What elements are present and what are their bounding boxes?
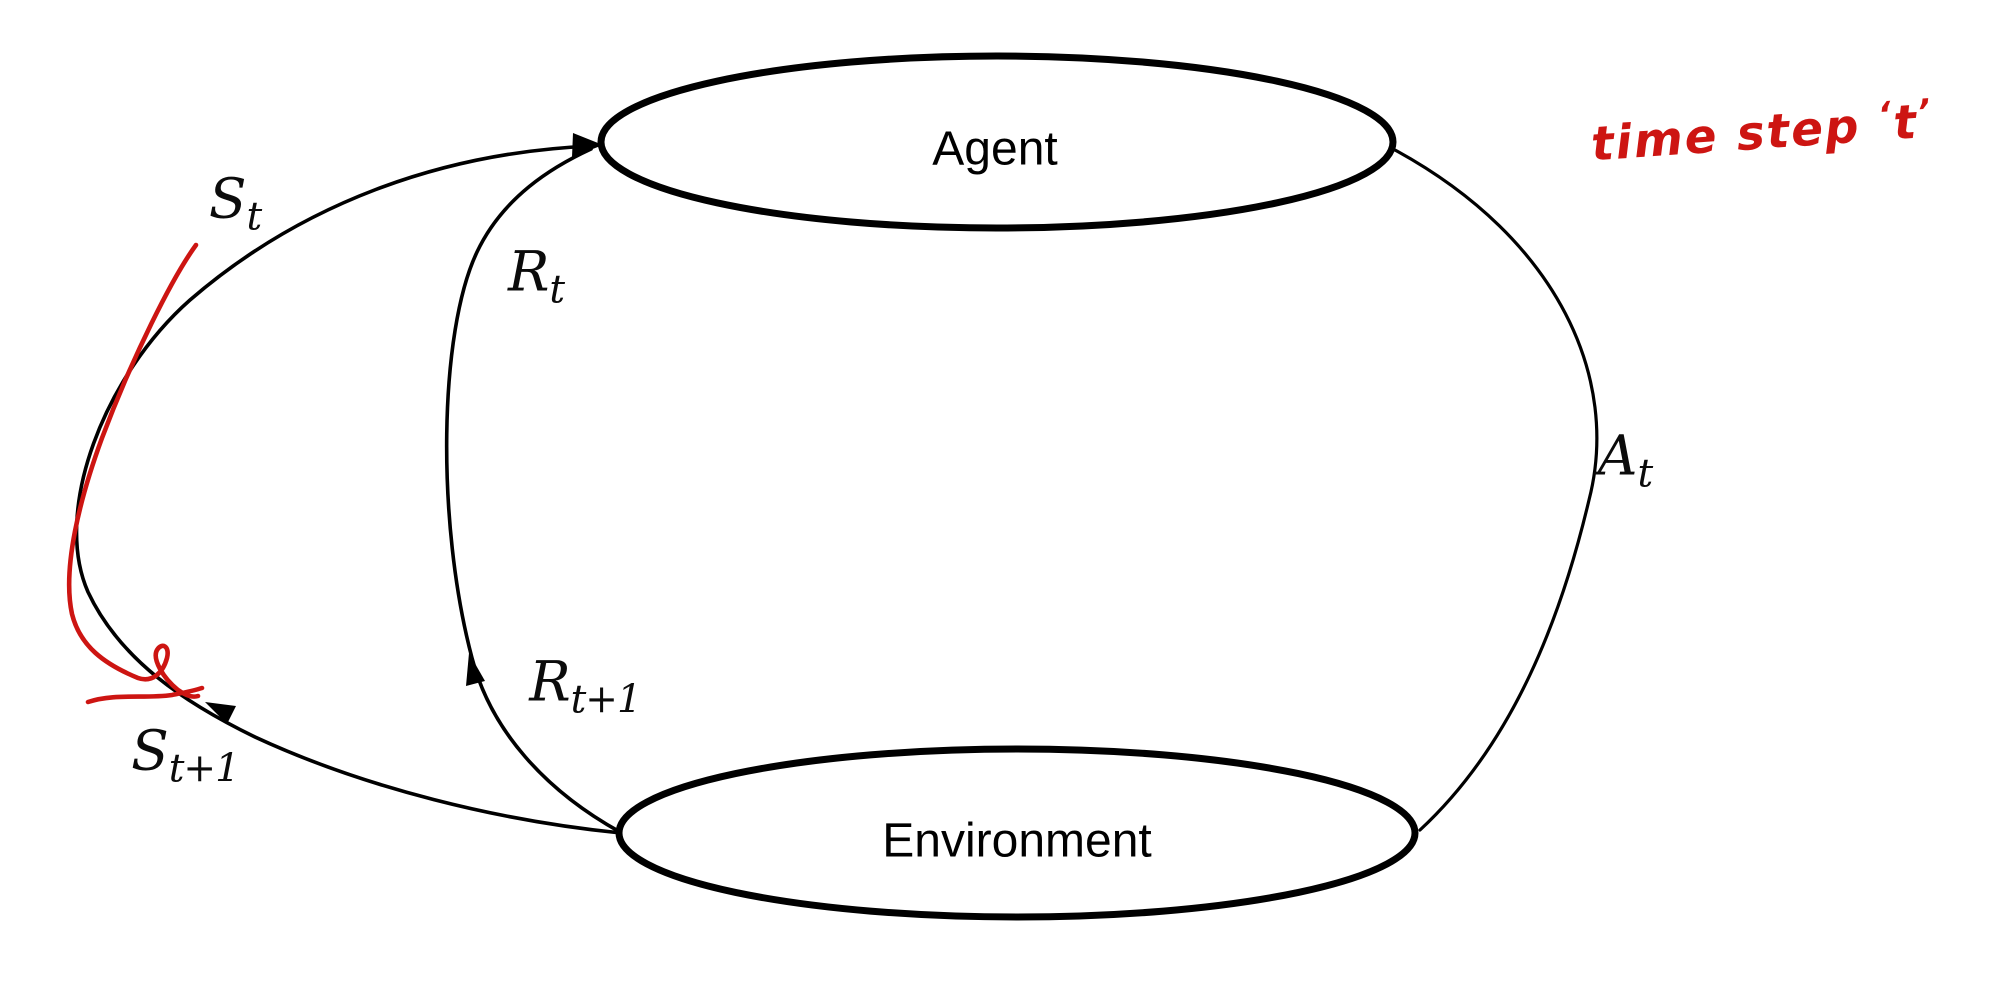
agent-node-label: Agent <box>932 122 1058 176</box>
action-t-main: A <box>1597 423 1638 488</box>
agent-ellipse <box>597 52 1397 232</box>
annotation-close-quote: ’ <box>1915 91 1934 133</box>
reward-t-label: Rt <box>508 244 565 313</box>
reward-t1-sub: t+1 <box>570 677 642 723</box>
state-t1-label: St+1 <box>131 723 240 792</box>
state-t-label: St <box>209 171 263 240</box>
reward-curve <box>444 147 622 834</box>
reward-t1-label: Rt+1 <box>529 654 642 723</box>
action-curve <box>1393 148 1599 832</box>
reward-t-sub: t <box>549 267 565 313</box>
environment-ellipse <box>615 745 1419 921</box>
state-curve <box>74 144 623 835</box>
action-t-sub: t <box>1637 451 1654 497</box>
arrowhead-state-t1 <box>205 702 236 724</box>
reward-t-main: R <box>507 239 550 304</box>
reward-t1-main: R <box>529 649 571 714</box>
state-t-sub: t <box>246 194 263 240</box>
state-t1-main: S <box>131 718 169 783</box>
state-t-main: S <box>208 166 247 231</box>
state-t1-sub: t+1 <box>168 746 240 792</box>
arrowhead-into-agent <box>572 133 603 157</box>
red-squiggle-stroke <box>66 242 201 699</box>
environment-node-label: Environment <box>882 814 1152 868</box>
red-underline-stroke <box>85 685 205 705</box>
arrowhead-reward-t1 <box>466 653 485 686</box>
action-t-label: At <box>1598 428 1654 497</box>
